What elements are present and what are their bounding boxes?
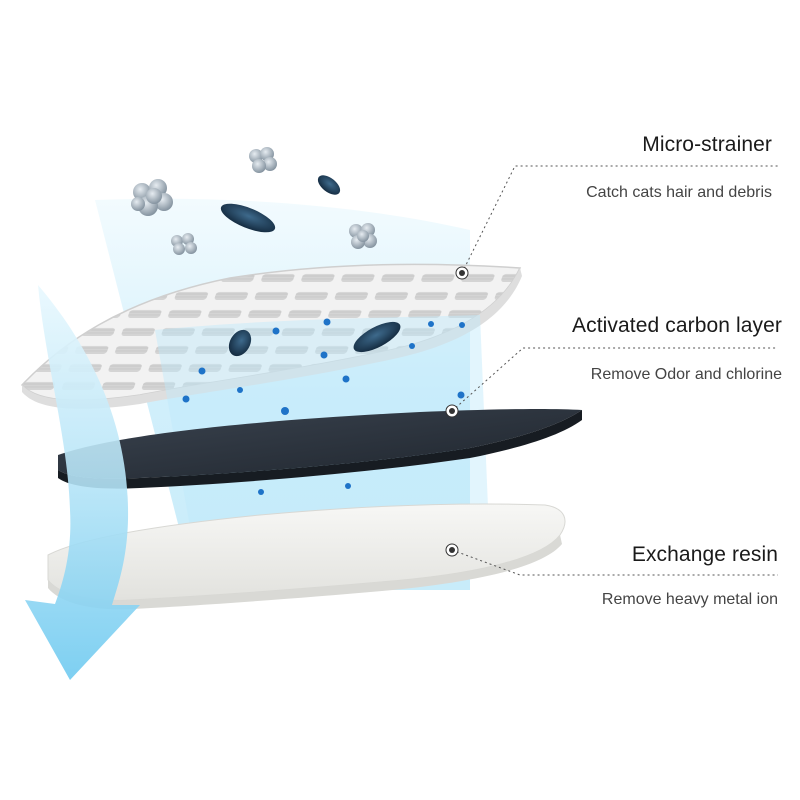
bacteria: [220, 175, 401, 357]
micro-strainer-layer: [20, 263, 522, 409]
carbon-layer-marker-icon: [445, 404, 459, 418]
exchange-resin-title: Exchange resin: [631, 543, 778, 566]
carbon-layer-title: Activated carbon layer: [572, 314, 782, 337]
micro-strainer-description: Catch cats hair and debris: [586, 184, 772, 201]
flow-arrow: [25, 285, 140, 680]
carbon-layer-description: Remove Odor and chlorine: [590, 366, 782, 383]
chemical-particles: [182, 318, 465, 495]
callout-markers: [445, 266, 469, 557]
leader-lines: [451, 165, 778, 576]
micro-strainer-marker-icon: [455, 266, 469, 280]
micro-strainer-title: Micro-strainer: [642, 133, 772, 156]
exchange-resin-description: Remove heavy metal ion: [601, 591, 778, 608]
debris-particles: [131, 147, 377, 255]
resin-marker-icon: [445, 543, 459, 557]
